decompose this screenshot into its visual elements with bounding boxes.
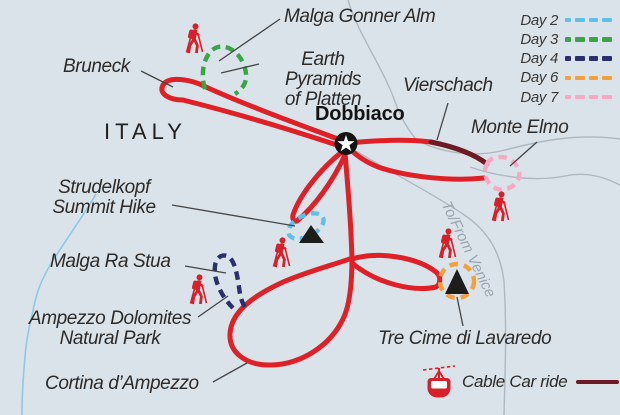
- callout-ampezzo: [197, 295, 229, 318]
- day4-dash-swatch: [565, 56, 612, 61]
- label-strudelkopf-line1: Strudelkopf: [58, 177, 150, 198]
- label-earth-pyramids: Earth Pyramids of Platten: [262, 50, 384, 110]
- road-line-east-lower: [469, 166, 620, 186]
- route-bruneck-loop: [159, 76, 349, 151]
- day-legend: Day 2 Day 3 Day 4 Day 6 Day 7: [511, 12, 612, 108]
- route-tre-cime-loop: [349, 252, 443, 291]
- cable-car-legend: Cable Car ride: [422, 362, 620, 402]
- legend-row-day4: Day 4: [511, 50, 612, 68]
- label-malga-gonner-alm: Malga Gonner Alm: [284, 6, 436, 27]
- route-strudelkopf-petal: [290, 148, 348, 224]
- label-malga-ra-stua: Malga Ra Stua: [50, 251, 171, 272]
- callout-cortina: [212, 362, 248, 383]
- day7-hike-loop: [482, 154, 522, 192]
- label-monte-elmo: Monte Elmo: [471, 117, 569, 138]
- route-south-stem: [342, 150, 355, 263]
- legend-row-day7: Day 7: [511, 88, 612, 106]
- legend-row-day2: Day 2: [511, 11, 612, 29]
- label-bruneck: Bruneck: [63, 56, 130, 77]
- main-route: [159, 76, 487, 368]
- hiker-icon: [271, 235, 292, 269]
- cable-car-legend-label: Cable Car ride: [462, 372, 568, 391]
- label-country-italy: ITALY: [104, 119, 187, 144]
- day2-hike-loop: [286, 211, 326, 241]
- legend-row-day6: Day 6: [511, 69, 612, 87]
- label-strudelkopf: Strudelkopf Summit Hike: [42, 178, 166, 218]
- label-earth-pyramids-line2: of Platten: [284, 88, 362, 110]
- legend-row-day3: Day 3: [511, 30, 612, 48]
- hiker-icon: [188, 272, 209, 306]
- summit-triangle-strudelkopf: [299, 225, 324, 243]
- callout-malga-gonner: [218, 18, 281, 62]
- cable-car-route: [428, 139, 490, 167]
- callout-earth-pyramids: [220, 63, 260, 74]
- road-line-north: [347, 0, 419, 142]
- label-strudelkopf-line2: Summit Hike: [52, 196, 156, 218]
- callout-lines: [140, 18, 538, 383]
- day4-hike-loop: [212, 253, 247, 310]
- day7-dash-swatch: [565, 94, 612, 100]
- cable-car-icon: [422, 365, 456, 398]
- legend-day3-label: Day 3: [520, 30, 558, 48]
- hiker-icon: [184, 21, 205, 55]
- day3-dash-swatch: [565, 37, 612, 42]
- road-line-venice: [355, 150, 507, 415]
- day2-dash-swatch: [565, 17, 612, 23]
- label-dobbiaco-hub: Dobbiaco: [315, 103, 405, 125]
- dobbiaco-star-marker: [334, 132, 358, 155]
- callout-vierschach: [436, 102, 449, 141]
- day6-dash-swatch: [565, 75, 612, 81]
- label-ampezzo-line2: Natural Park: [59, 327, 161, 349]
- route-cortina-loop: [227, 255, 355, 368]
- label-tre-cime-di-lavaredo: Tre Cime di Lavaredo: [378, 328, 552, 349]
- label-ampezzo-line1: Ampezzo Dolomites: [28, 308, 192, 329]
- road-line-east-upper: [417, 136, 620, 155]
- legend-day6-label: Day 6: [520, 69, 558, 87]
- legend-day2-label: Day 2: [520, 11, 558, 29]
- cable-car-line-swatch: [576, 379, 620, 385]
- label-vierschach: Vierschach: [403, 75, 493, 96]
- label-earth-pyramids-line1: Earth Pyramids: [285, 49, 361, 90]
- callout-bruneck: [140, 70, 174, 88]
- legend-day4-label: Day 4: [520, 50, 558, 68]
- label-cortina-dampezzo: Cortina d’Ampezzo: [45, 373, 199, 394]
- callout-malga-ra-stua: [184, 265, 227, 274]
- road-lines: [347, 0, 620, 415]
- day6-hike-loop: [437, 261, 477, 301]
- route-monte-elmo-out: [347, 137, 434, 146]
- day3-hike-loop: [200, 44, 249, 96]
- route-monte-elmo-back: [347, 146, 487, 182]
- hiker-icon: [490, 189, 511, 223]
- label-ampezzo-dolomites: Ampezzo Dolomites Natural Park: [20, 309, 200, 349]
- legend-day7-label: Day 7: [520, 88, 558, 106]
- callout-tre-cime: [456, 296, 464, 327]
- callout-monte-elmo: [509, 141, 538, 167]
- summit-triangle-tre-cime: [445, 269, 469, 294]
- river-line: [21, 193, 97, 415]
- callout-strudelkopf: [171, 204, 296, 227]
